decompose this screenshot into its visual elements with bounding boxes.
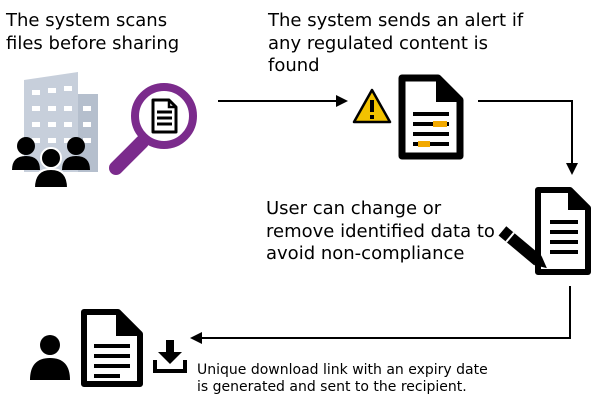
edit-text-line-3: avoid non-compliance: [266, 243, 465, 264]
edit-text-line-2: remove identified data to: [266, 220, 495, 242]
scan-text-line-1: The system scans: [6, 10, 168, 31]
download-icon: [153, 340, 187, 373]
alert-text-line-3: found: [268, 55, 320, 76]
alert-text-line-1: The system sends an alert if: [268, 10, 524, 31]
download-description: Unique download link with an expiry date…: [197, 362, 567, 396]
alert-text-line-2: any regulated content is: [268, 32, 489, 54]
users-icon: [12, 137, 90, 189]
flagged-document-icon: [398, 74, 464, 160]
edit-text-line-1: User can change or: [266, 198, 442, 219]
arrow-scan-to-alert: [218, 95, 348, 107]
document-icon: [81, 309, 143, 387]
building-icon: [24, 72, 98, 172]
user-icon: [30, 335, 70, 380]
editing-document-icon: [498, 187, 591, 275]
download-text-line-1: Unique download link with an expiry date: [197, 362, 488, 378]
edit-description: User can change or remove identified dat…: [266, 198, 516, 266]
scan-text-line-2: files before sharing: [6, 32, 180, 54]
magnifier-document-icon: [109, 83, 197, 175]
alert-description: The system sends an alert if any regulat…: [268, 10, 568, 78]
arrow-edit-to-download: [190, 286, 571, 344]
scan-description: The system scans files before sharing: [6, 10, 179, 55]
download-text-line-2: is generated and sent to the recipient.: [197, 379, 467, 396]
warning-icon: [352, 88, 392, 124]
arrow-alert-to-edit: [478, 100, 578, 175]
